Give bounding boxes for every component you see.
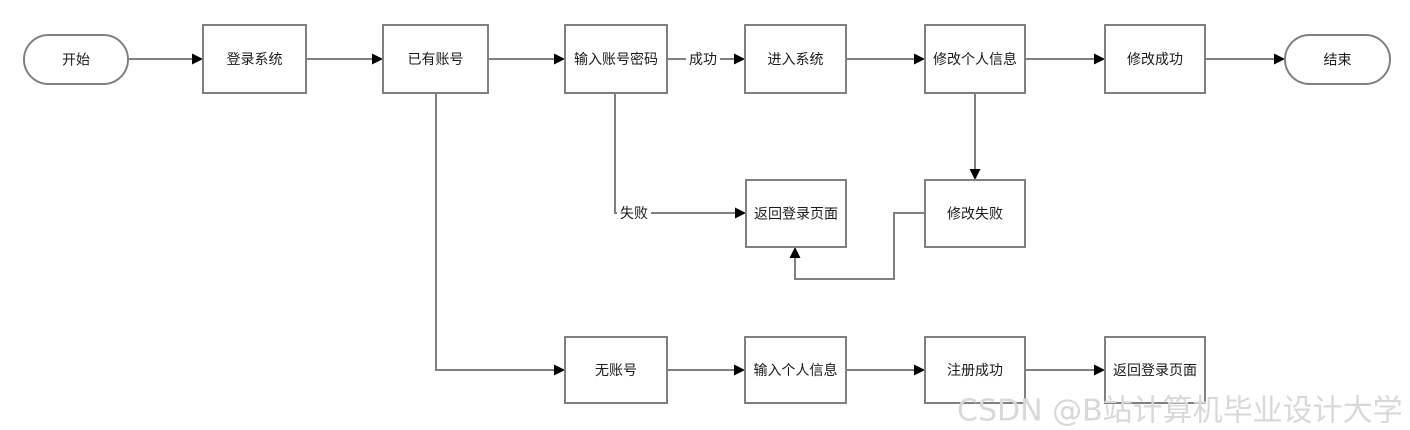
csdn-watermark: CSDN @B站计算机毕业设计大学	[957, 394, 1403, 429]
flow-edge-e-creds-system: 成功	[667, 49, 745, 69]
edge-arrowhead	[789, 247, 801, 258]
watermark-layer: CSDN @B站计算机毕业设计大学	[957, 394, 1403, 429]
node-shape-process	[745, 179, 847, 248]
edge-arrowhead	[1094, 364, 1105, 376]
node-shape-process	[924, 24, 1026, 94]
flow-edge-e-success-end	[1205, 53, 1285, 65]
flow-edge-e-start-login	[128, 53, 203, 65]
edge-arrowhead	[554, 364, 565, 376]
flow-edge-e-creds-backlogin: 失败	[614, 93, 746, 223]
edge-arrowhead	[734, 53, 745, 65]
edge-arrowhead	[914, 364, 925, 376]
node-label: 结束	[1324, 53, 1352, 69]
node-label: 进入系统	[768, 52, 824, 68]
edge-arrowhead	[914, 53, 925, 65]
node-label: 已有账号	[408, 52, 464, 68]
edge-arrowhead	[372, 53, 383, 65]
node-label: 修改个人信息	[933, 51, 1017, 68]
edge-arrowhead	[969, 169, 981, 180]
flow-node-edit_success[interactable]: 修改成功	[1104, 24, 1206, 94]
flow-node-back_login_mid[interactable]: 返回登录页面	[745, 179, 847, 248]
node-shape-process	[564, 336, 668, 404]
flow-edge-e-edit-success	[1025, 53, 1105, 65]
flow-edge-e-info-reg	[846, 364, 925, 376]
flow-node-back_login_bot[interactable]: 返回登录页面	[1104, 336, 1206, 404]
edge-line	[614, 93, 739, 214]
node-label: 注册成功	[947, 363, 1003, 379]
edge-label: 失败	[620, 206, 648, 222]
flow-edge-e-fail-backlogin	[789, 212, 925, 280]
flow-node-end[interactable]: 结束	[1284, 34, 1391, 85]
edge-arrowhead	[554, 53, 565, 65]
node-label: 返回登录页面	[1113, 363, 1197, 379]
edge-arrowhead	[734, 364, 745, 376]
flow-edge-e-noaccount-info	[667, 364, 745, 376]
node-shape-process	[564, 24, 668, 94]
edge-label-backdrop	[617, 203, 651, 223]
node-shape-process	[744, 24, 847, 94]
node-shape-process	[1104, 336, 1206, 404]
flow-node-has_account[interactable]: 已有账号	[382, 24, 489, 94]
flow-edge-e-has-creds	[488, 53, 565, 65]
node-shape-process	[924, 336, 1026, 404]
edge-arrowhead	[735, 207, 746, 219]
flow-edge-e-edit-fail	[969, 93, 981, 180]
flow-node-enter_system[interactable]: 进入系统	[744, 24, 847, 94]
flow-node-start[interactable]: 开始	[23, 34, 129, 85]
node-shape-process	[924, 179, 1026, 248]
node-label: 修改成功	[1127, 52, 1183, 68]
node-label: 登录系统	[227, 52, 283, 68]
node-shape-terminator	[1284, 34, 1391, 85]
flow-edge-e-login-has	[306, 53, 383, 65]
flow-node-edit_profile[interactable]: 修改个人信息	[924, 24, 1026, 94]
node-label: 输入个人信息	[754, 362, 838, 379]
flow-edge-e-reg-backlogin	[1025, 364, 1105, 376]
edge-label: 成功	[689, 52, 717, 68]
edge-line	[435, 93, 558, 371]
node-shape-process	[202, 24, 307, 94]
flow-node-login_system[interactable]: 登录系统	[202, 24, 307, 94]
node-label: 返回登录页面	[754, 207, 838, 223]
flow-node-reg_success[interactable]: 注册成功	[924, 336, 1026, 404]
node-label: 无账号	[595, 363, 637, 379]
flow-edge-e-system-edit	[846, 53, 925, 65]
flow-node-enter_creds[interactable]: 输入账号密码	[564, 24, 668, 94]
flow-edge-e-has-noaccount	[435, 93, 565, 376]
node-label: 输入账号密码	[574, 51, 658, 68]
flow-node-enter_info[interactable]: 输入个人信息	[744, 336, 847, 404]
flow-node-edit_fail[interactable]: 修改失败	[924, 179, 1026, 248]
flow-node-no_account[interactable]: 无账号	[564, 336, 668, 404]
edge-line	[794, 212, 925, 280]
node-label: 开始	[62, 53, 90, 69]
node-shape-process	[744, 336, 847, 404]
node-label: 修改失败	[947, 207, 1003, 223]
node-shape-process	[382, 24, 489, 94]
edge-label-backdrop	[686, 49, 720, 69]
edge-arrowhead	[1274, 53, 1285, 65]
edge-arrowhead	[1094, 53, 1105, 65]
edge-arrowhead	[192, 53, 203, 65]
node-shape-process	[1104, 24, 1206, 94]
node-shape-terminator	[23, 34, 129, 85]
